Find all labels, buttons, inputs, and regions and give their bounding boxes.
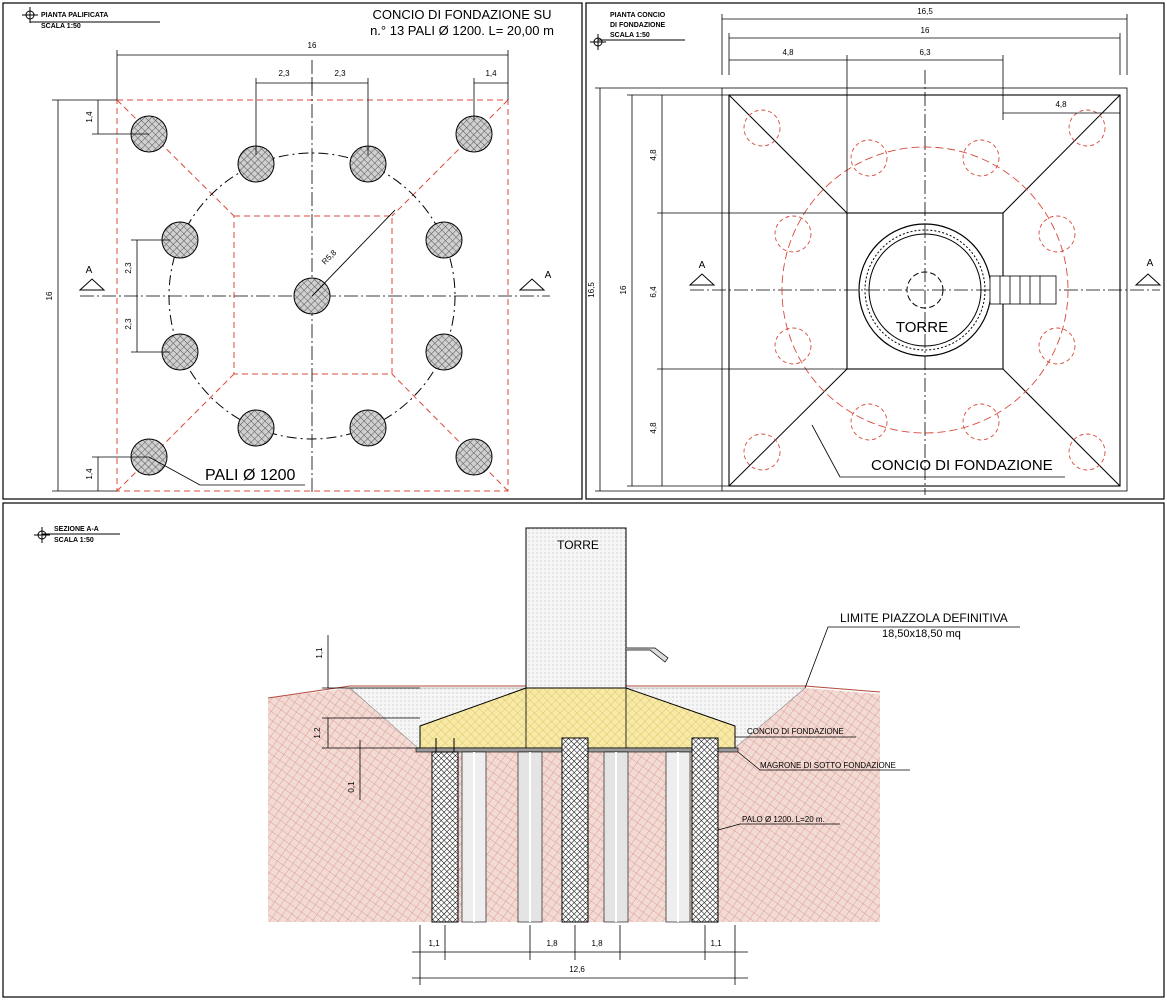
svg-text:SEZIONE A-A: SEZIONE A-A bbox=[54, 526, 99, 533]
panel-pianta-concio: PIANTA CONCIO DI FONDAZIONE SCALA 1:50 bbox=[587, 7, 1162, 495]
dims-bottom-sezione bbox=[412, 925, 748, 985]
magrone-label: MAGRONE DI SOTTO FONDAZIONE bbox=[760, 761, 896, 770]
section-mark-left: A bbox=[78, 265, 106, 291]
concio-label: CONCIO DI FONDAZIONE bbox=[747, 727, 844, 736]
svg-text:1,1: 1,1 bbox=[428, 939, 440, 948]
svg-text:6,4: 6,4 bbox=[649, 286, 658, 298]
svg-text:4,8: 4,8 bbox=[782, 48, 794, 57]
pile bbox=[425, 221, 463, 259]
svg-text:SCALA 1:50: SCALA 1:50 bbox=[610, 32, 650, 39]
svg-text:A: A bbox=[86, 265, 93, 276]
pile bbox=[425, 333, 463, 371]
limit-label: LIMITE PIAZZOLA DEFINITIVA bbox=[840, 611, 1008, 625]
svg-text:12,6: 12,6 bbox=[569, 965, 585, 974]
svg-text:4,8: 4,8 bbox=[1055, 100, 1067, 109]
svg-text:1,1: 1,1 bbox=[710, 939, 722, 948]
dim-spacing-a: 2,3 bbox=[278, 69, 290, 78]
piles bbox=[130, 115, 493, 476]
label-block-sezione: SEZIONE A-A SCALA 1:50 bbox=[34, 526, 120, 544]
svg-text:DI FONDAZIONE: DI FONDAZIONE bbox=[610, 22, 666, 29]
radius-label: R5,8 bbox=[320, 248, 339, 267]
foundation-outline bbox=[116, 99, 509, 492]
foundation-label: CONCIO DI FONDAZIONE bbox=[871, 457, 1053, 474]
frame-sezione bbox=[2, 502, 1165, 998]
dim-vert-b: 2,3 bbox=[124, 318, 133, 330]
frame-pianta-concio bbox=[585, 2, 1165, 500]
ghost-piles bbox=[743, 109, 1106, 471]
svg-text:SCALA 1:50: SCALA 1:50 bbox=[54, 537, 94, 544]
dim-spacing-b: 2,3 bbox=[334, 69, 346, 78]
tower-door bbox=[989, 275, 1057, 305]
panel-sezione: SEZIONE A-A SCALA 1:50 TORRE bbox=[34, 526, 1020, 985]
svg-text:1,8: 1,8 bbox=[591, 939, 603, 948]
svg-text:16,5: 16,5 bbox=[917, 7, 933, 16]
dim-edge-bottom: 1,4 bbox=[85, 468, 94, 480]
svg-text:A: A bbox=[699, 260, 706, 271]
section-mark-left-concio: A bbox=[688, 260, 716, 286]
tower-bolts bbox=[864, 229, 986, 351]
title-line1: CONCIO DI FONDAZIONE SU bbox=[372, 7, 551, 22]
dims-left bbox=[52, 99, 170, 492]
svg-text:16: 16 bbox=[619, 285, 628, 294]
pile bbox=[455, 115, 493, 153]
dim-edge-top: 1,4 bbox=[85, 111, 94, 123]
dims-top-concio bbox=[721, 14, 1128, 213]
svg-text:0,1: 0,1 bbox=[347, 781, 356, 793]
palo-label: PALO Ø 1200. L=20 m. bbox=[742, 815, 825, 824]
tower-shaft bbox=[525, 527, 627, 689]
label-line1: PIANTA PALIFICATA bbox=[41, 12, 108, 19]
svg-text:A: A bbox=[545, 270, 552, 281]
section-piles bbox=[431, 737, 719, 923]
dim-total-width: 16 bbox=[308, 41, 317, 50]
svg-text:A: A bbox=[1147, 258, 1154, 269]
label-block-pali: PIANTA PALIFICATA SCALA 1:50 bbox=[22, 7, 160, 30]
dims-top bbox=[116, 50, 509, 155]
svg-text:1,2: 1,2 bbox=[313, 727, 322, 739]
pile-ring bbox=[168, 152, 456, 440]
svg-text:4,8: 4,8 bbox=[649, 149, 658, 161]
dim-vert-a: 2,3 bbox=[124, 262, 133, 274]
dim-total-height: 16 bbox=[45, 291, 54, 300]
pile bbox=[237, 409, 275, 447]
svg-text:4,8: 4,8 bbox=[649, 422, 658, 434]
frame-pianta-palificata bbox=[2, 2, 583, 500]
svg-text:16: 16 bbox=[921, 26, 930, 35]
svg-text:1,8: 1,8 bbox=[546, 939, 558, 948]
dim-edge-right: 1,4 bbox=[485, 69, 497, 78]
section-mark-right-concio: A bbox=[1134, 258, 1162, 286]
tower-core bbox=[906, 271, 944, 309]
limit-size: 18,50x18,50 mq bbox=[882, 628, 961, 640]
dims-left-sezione bbox=[322, 635, 420, 800]
svg-text:6,3: 6,3 bbox=[919, 48, 931, 57]
title-line2: n.° 13 PALI Ø 1200. L= 20,00 m bbox=[370, 23, 554, 38]
tower-base-outline bbox=[233, 215, 393, 375]
label-block-concio: PIANTA CONCIO DI FONDAZIONE SCALA 1:50 bbox=[590, 12, 685, 50]
svg-text:PIANTA CONCIO: PIANTA CONCIO bbox=[610, 12, 666, 19]
pile bbox=[455, 438, 493, 476]
svg-text:1,1: 1,1 bbox=[315, 647, 324, 659]
label-line2: SCALA 1:50 bbox=[41, 23, 81, 30]
concio-base bbox=[728, 94, 1121, 487]
pile-label: PALI Ø 1200 bbox=[205, 467, 296, 484]
concio-outer bbox=[721, 87, 1128, 492]
section-mark-right: A bbox=[518, 270, 552, 291]
panel-pianta-palificata: PIANTA PALIFICATA SCALA 1:50 CONCIO DI F… bbox=[22, 7, 554, 495]
svg-text:16,5: 16,5 bbox=[587, 282, 596, 298]
dims-left-concio bbox=[595, 87, 847, 492]
tower-label: TORRE bbox=[896, 319, 948, 336]
pile bbox=[349, 409, 387, 447]
tower-label-section: TORRE bbox=[557, 538, 599, 552]
